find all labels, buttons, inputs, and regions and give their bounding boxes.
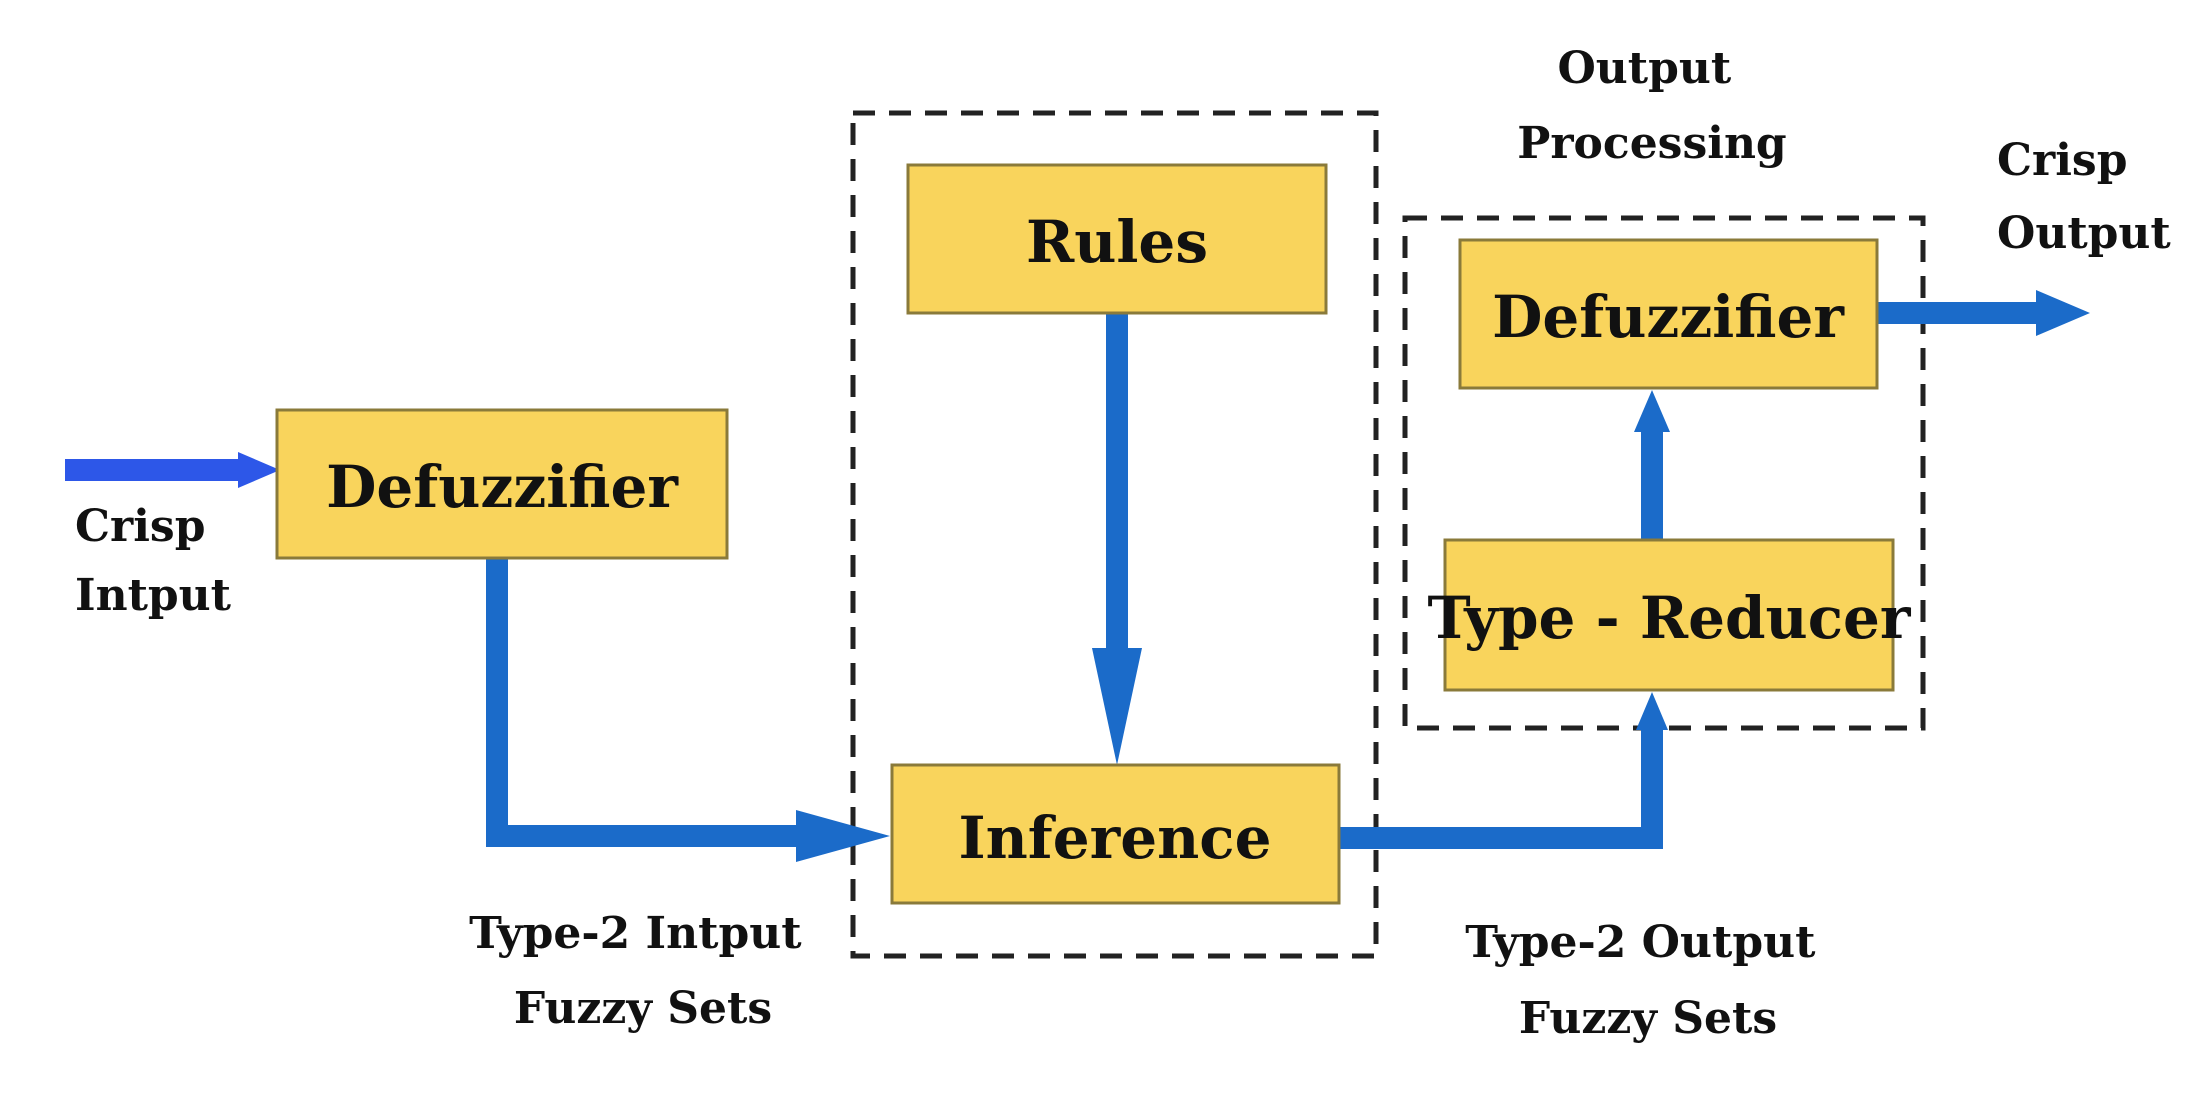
rules-block: Rules bbox=[906, 163, 1328, 315]
type2-input-sets-line-1: Type-2 Intput bbox=[469, 908, 802, 959]
type-reducer-block: Type - Reducer bbox=[1427, 538, 1912, 692]
type-reducer-to-defuzzifier-arrowhead bbox=[1634, 390, 1670, 432]
fuzzifier-to-inference-arrowhead bbox=[796, 810, 890, 862]
output-defuzzifier-label: Defuzzifier bbox=[1492, 283, 1845, 351]
output-processing-line-2: Processing bbox=[1517, 118, 1786, 169]
input-defuzzifier-block: Defuzzifier bbox=[275, 408, 729, 560]
rules-label: Rules bbox=[1026, 208, 1208, 276]
type2-input-sets-label: Type-2 Intput Fuzzy Sets bbox=[469, 908, 817, 1034]
output-processing-label: Output Processing bbox=[1517, 43, 1786, 169]
inference-to-type-reducer-connector bbox=[1337, 728, 1663, 849]
output-processing-group bbox=[1402, 215, 1926, 731]
type2-output-sets-line-1: Type-2 Output bbox=[1465, 917, 1816, 968]
crisp-output-label: Crisp Output bbox=[1997, 135, 2171, 259]
inference-label: Inference bbox=[959, 804, 1272, 872]
crisp-input-label: Crisp Intput bbox=[75, 501, 232, 621]
type2-output-sets-label: Type-2 Output Fuzzy Sets bbox=[1465, 917, 1830, 1044]
type2-input-sets-line-2: Fuzzy Sets bbox=[514, 983, 772, 1034]
rules-to-inference-arrowhead bbox=[1092, 648, 1142, 765]
type-reducer-label: Type - Reducer bbox=[1427, 584, 1911, 652]
crisp-input-line-2: Intput bbox=[75, 570, 232, 621]
inference-to-type-reducer-arrowhead bbox=[1636, 692, 1668, 730]
type2-output-sets-line-2: Fuzzy Sets bbox=[1519, 993, 1777, 1044]
crisp-output-line-2: Output bbox=[1997, 208, 2171, 259]
input-defuzzifier-label: Defuzzifier bbox=[326, 453, 679, 521]
output-processing-line-1: Output bbox=[1557, 43, 1731, 94]
inference-block: Inference bbox=[890, 763, 1341, 905]
crisp-input-line-1: Crisp bbox=[75, 501, 205, 552]
output-arrow-head bbox=[2036, 290, 2090, 336]
output-defuzzifier-block: Defuzzifier bbox=[1458, 238, 1879, 390]
fuzzifier-to-inference-connector bbox=[486, 555, 803, 847]
input-arrow-head bbox=[238, 452, 280, 488]
crisp-output-line-1: Crisp bbox=[1997, 135, 2127, 186]
inference-engine-group bbox=[850, 110, 1379, 959]
